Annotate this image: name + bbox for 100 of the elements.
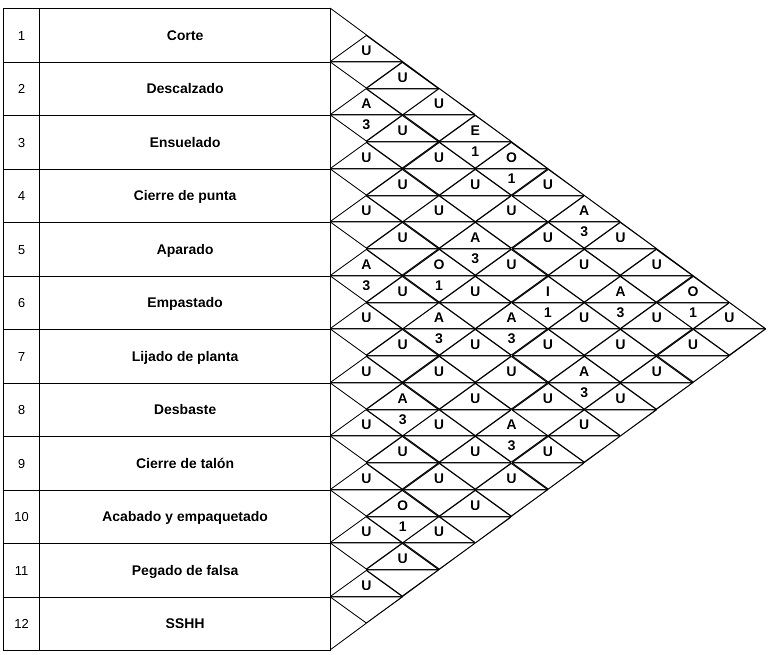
reason-code: 3: [616, 304, 624, 318]
activity-row: [3, 329, 331, 384]
closeness-code: I: [546, 284, 550, 298]
closeness-code: U: [398, 551, 408, 565]
closeness-code: U: [470, 498, 480, 512]
closeness-code: U: [361, 364, 372, 378]
closeness-code: U: [652, 364, 662, 378]
closeness-code: A: [506, 417, 517, 432]
activity-name: Lijado de planta: [130, 346, 240, 366]
closeness-code: A: [470, 230, 480, 244]
closeness-code: U: [506, 470, 517, 485]
closeness-code: O: [506, 150, 517, 164]
activity-name: Ensuelado: [148, 132, 222, 152]
closeness-code: U: [361, 150, 372, 164]
closeness-code: A: [506, 310, 517, 324]
closeness-code: U: [434, 417, 444, 432]
closeness-code: U: [361, 310, 372, 324]
closeness-code: U: [398, 230, 408, 244]
reason-code: 1: [508, 170, 516, 185]
closeness-code: U: [434, 364, 444, 378]
reason-code: 1: [435, 278, 443, 292]
closeness-code: U: [398, 337, 408, 351]
reason-code: 3: [508, 331, 516, 346]
closeness-code: A: [579, 364, 590, 378]
activity-name: Aparado: [156, 240, 214, 259]
activity-name: Cierre de talón: [134, 454, 236, 473]
reason-code: 1: [471, 144, 480, 158]
closeness-code: U: [579, 310, 590, 324]
closeness-code: U: [506, 203, 517, 218]
closeness-code: U: [470, 176, 480, 190]
reason-code: 3: [362, 117, 370, 132]
closeness-code: U: [506, 364, 517, 378]
closeness-code: U: [470, 284, 480, 298]
reason-code: 3: [362, 278, 370, 292]
reason-code: 3: [471, 251, 480, 265]
closeness-code: U: [434, 470, 444, 485]
closeness-code: U: [470, 337, 480, 351]
closeness-code: U: [470, 390, 480, 404]
reason-code: 1: [689, 304, 697, 318]
closeness-code: U: [542, 230, 553, 244]
activity-name: Pegado de falsa: [130, 560, 240, 580]
closeness-code: O: [397, 498, 408, 512]
reason-code: 3: [508, 438, 516, 452]
activity-row: [3, 382, 331, 437]
closeness-code: U: [615, 230, 626, 244]
reason-code: 3: [580, 224, 588, 238]
closeness-code: U: [724, 310, 734, 324]
closeness-code: U: [579, 256, 590, 271]
row-number: 12: [4, 598, 40, 650]
reason-code: 3: [398, 412, 406, 426]
closeness-code: U: [434, 96, 444, 110]
closeness-code: U: [542, 390, 553, 404]
reason-code: 3: [580, 384, 588, 399]
activity-name: Cierre de punta: [132, 186, 238, 206]
closeness-code: U: [434, 524, 444, 538]
closeness-code: O: [688, 284, 698, 298]
activity-row: [3, 436, 331, 490]
activity-name: Desbaste: [152, 400, 218, 420]
closeness-code: U: [652, 256, 662, 271]
closeness-code: U: [398, 123, 408, 137]
activity-row: [3, 115, 331, 170]
activity-row: [3, 596, 331, 651]
activity-row: [3, 276, 331, 330]
closeness-code: A: [615, 284, 626, 298]
relationship-diamond: [330, 570, 403, 624]
closeness-code: U: [434, 203, 444, 218]
closeness-code: U: [398, 284, 408, 298]
closeness-code: U: [688, 337, 698, 351]
closeness-code: U: [470, 444, 480, 458]
closeness-code: U: [579, 417, 590, 432]
activity-row: [3, 543, 331, 598]
closeness-code: U: [361, 42, 372, 57]
closeness-code: U: [542, 337, 553, 351]
closeness-code: U: [361, 203, 372, 218]
closeness-code: U: [398, 444, 408, 458]
closeness-code: A: [579, 203, 590, 218]
closeness-code: U: [652, 310, 662, 324]
closeness-code: U: [542, 176, 553, 190]
activity-row: [3, 8, 331, 62]
closeness-code: U: [615, 390, 626, 404]
closeness-code: U: [361, 578, 372, 592]
activity-name: Descalzado: [145, 79, 225, 98]
closeness-code: A: [398, 390, 408, 404]
activity-name: Empastado: [146, 293, 224, 312]
closeness-code: A: [361, 256, 372, 271]
activity-row: [3, 490, 331, 544]
closeness-code: A: [361, 96, 372, 110]
closeness-code: U: [615, 337, 626, 351]
closeness-code: U: [398, 70, 408, 84]
activity-row: [3, 62, 331, 116]
activity-name: SSHH: [164, 614, 206, 634]
closeness-code: U: [506, 256, 517, 271]
activity-name: Corte: [166, 26, 204, 45]
closeness-code: U: [542, 444, 553, 458]
closeness-code: U: [361, 417, 372, 432]
reason-code: 1: [544, 304, 552, 318]
closeness-code: U: [361, 524, 372, 538]
closeness-code: U: [434, 150, 444, 164]
activity-row: [3, 222, 331, 276]
activity-name: Acabado y empaquetado: [101, 507, 269, 526]
